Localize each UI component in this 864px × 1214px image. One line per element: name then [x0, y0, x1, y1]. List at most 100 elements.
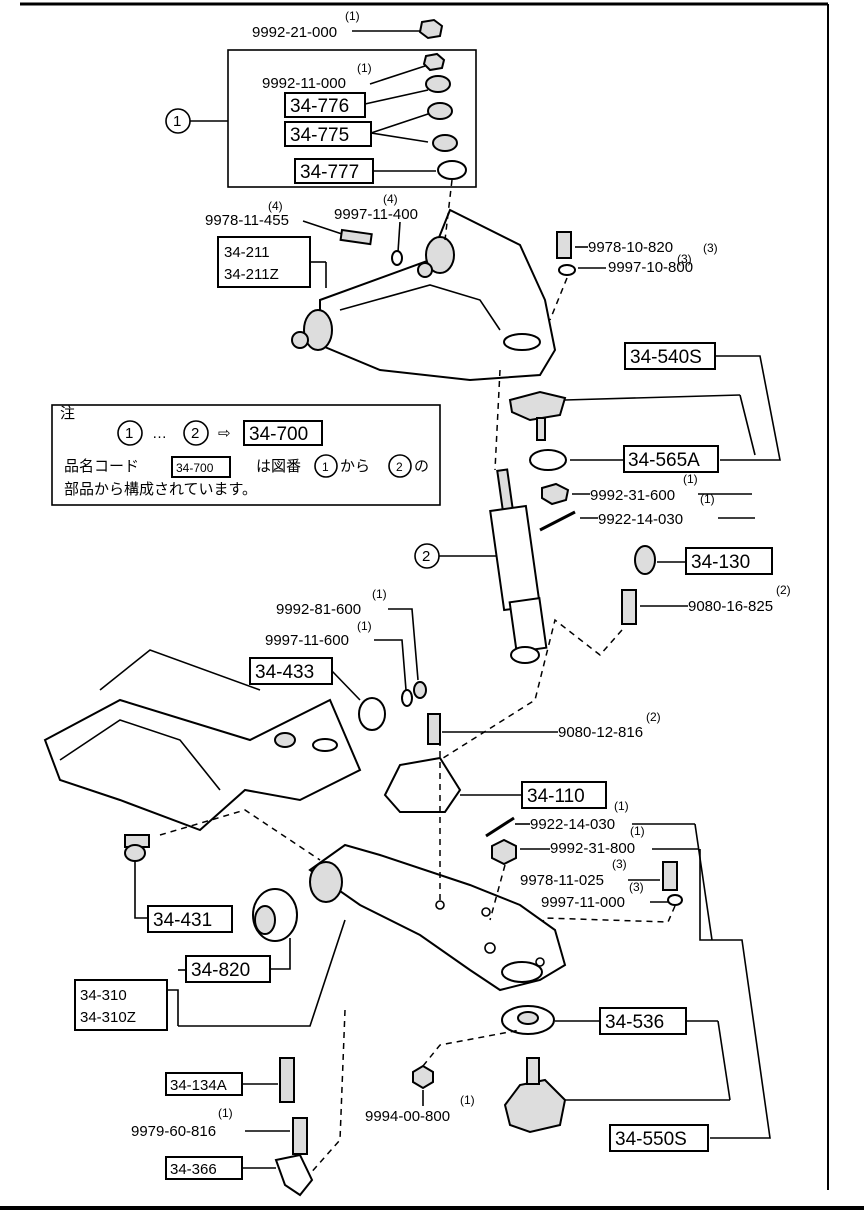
svg-text:(1): (1) [614, 799, 629, 813]
nut-9994-part: 9994-00-800 [365, 1108, 450, 1125]
shock-lower [508, 597, 548, 653]
nut-9994-icon [412, 1064, 434, 1090]
note-assembly: 34-700 [249, 424, 308, 445]
svg-text:(2): (2) [646, 710, 661, 724]
pivot-bolt-part: 34-431 [153, 910, 212, 931]
bushing-part: 34-820 [191, 960, 250, 981]
kit1-part-775: 34-775 [290, 125, 349, 146]
bolt-025-icon [662, 861, 678, 891]
cotter-u-part: 9922-14-030 [598, 511, 683, 528]
upper-washer-part: 9997-11-400 [334, 206, 418, 223]
note-box [51, 404, 441, 506]
cotter-l-icon [485, 816, 515, 838]
lower-ball-joint-icon [503, 1078, 567, 1134]
svg-text:1: 1 [125, 425, 133, 442]
svg-text:(4): (4) [268, 199, 283, 213]
svg-text:(1): (1) [357, 619, 372, 633]
svg-text:⇨: ⇨ [218, 425, 231, 442]
svg-text:2: 2 [422, 548, 430, 565]
bolt-816-icon [427, 713, 441, 745]
svg-text:1: 1 [322, 460, 329, 474]
svg-text:は図番: は図番 [256, 457, 301, 475]
stabilizer-bracket-icon [274, 1153, 314, 1197]
svg-text:の: の [414, 457, 429, 475]
svg-text:(1): (1) [218, 1106, 233, 1120]
svg-text:品名コード: 品名コード [64, 457, 139, 475]
upper-bolt-r-icon [556, 231, 572, 259]
kit1-box [227, 49, 477, 188]
kit1-part-776: 34-776 [290, 96, 349, 117]
cotter-u-icon [539, 510, 576, 532]
bolt-825-icon [621, 589, 637, 625]
upper-arm-part-a: 34-211 [224, 244, 270, 261]
castle-nut-l-icon [491, 838, 517, 866]
bolt-9979-icon [292, 1117, 308, 1155]
svg-text:1: 1 [173, 113, 181, 130]
svg-text:(1): (1) [700, 492, 715, 506]
note-line2: 部品から構成されています。 [64, 480, 257, 498]
castle-nut-l-part: 9992-31-800 [550, 840, 635, 857]
svg-text:(3): (3) [612, 857, 627, 871]
washer-000-icon [667, 894, 683, 906]
grommet-icon [358, 697, 386, 731]
top-nut-part: 9992-21-000 [252, 24, 337, 41]
svg-text:(1): (1) [372, 587, 387, 601]
top-nut-icon [418, 18, 444, 40]
stabilizer-bolt-icon [279, 1057, 295, 1103]
castle-nut-u-icon [541, 482, 570, 506]
castle-nut-u-part: 9992-31-600 [590, 487, 675, 504]
note-heading: 注 [60, 404, 75, 422]
svg-text:34-700: 34-700 [176, 461, 214, 475]
bolt-9979-part: 9979-60-816 [131, 1123, 216, 1140]
lower-ball-joint-part: 34-550S [615, 1129, 687, 1150]
kit1-777-icon [437, 160, 467, 180]
svg-text:2: 2 [191, 425, 199, 442]
svg-text:(2): (2) [776, 583, 791, 597]
kit1-part-777: 34-777 [300, 162, 359, 183]
bump-stop-icon [634, 545, 656, 575]
stabilizer-bracket-part: 34-366 [170, 1161, 217, 1178]
svg-text:…: … [152, 425, 167, 442]
frame-crossmember [43, 698, 362, 832]
svg-text:(1): (1) [357, 61, 372, 75]
bolt-025-part: 9978-11-025 [520, 872, 604, 889]
svg-text:(1): (1) [683, 472, 698, 486]
shock-lower-nut-part: 9992-81-600 [276, 601, 361, 618]
lower-boot-part: 34-536 [605, 1012, 664, 1033]
svg-text:(3): (3) [629, 880, 644, 894]
kit1-nut-part: 9992-11-000 [262, 75, 346, 92]
lower-arm-part-b: 34-310Z [80, 1009, 136, 1026]
upper-washer-icon [391, 250, 403, 266]
kit1-775a-icon [427, 102, 453, 120]
shock-lower-washer-part: 9997-11-600 [265, 632, 349, 649]
shock-body [489, 504, 541, 612]
shock-rod [496, 468, 514, 512]
kit1-775b-icon [432, 134, 458, 152]
upper-ball-joint-part: 34-540S [630, 347, 702, 368]
lower-control-arm [308, 843, 567, 992]
upper-washer-r-icon [558, 264, 576, 276]
svg-text:から: から [340, 457, 370, 475]
bracket-part: 34-110 [527, 786, 585, 807]
svg-text:(4): (4) [383, 192, 398, 206]
upper-arm-part-b: 34-211Z [224, 266, 279, 283]
upper-bolt-icon [339, 228, 373, 246]
grommet-part: 34-433 [255, 662, 314, 683]
lower-arm-part-a: 34-310 [80, 987, 127, 1004]
upper-ball-joint-icon [508, 390, 567, 422]
cotter-l-part: 9922-14-030 [530, 816, 615, 833]
svg-text:(1): (1) [630, 824, 645, 838]
kit1-nut-icon [422, 52, 446, 72]
svg-text:(1): (1) [460, 1093, 475, 1107]
bolt-825-part: 9080-16-825 [688, 598, 773, 615]
upper-control-arm [319, 208, 557, 382]
top-nut-qty: (1) [345, 9, 360, 23]
bracket-icon [383, 756, 462, 813]
svg-text:(3): (3) [703, 241, 718, 255]
svg-text:2: 2 [396, 460, 403, 474]
washer-000-part: 9997-11-000 [541, 894, 625, 911]
bolt-816-part: 9080-12-816 [558, 724, 643, 741]
upper-bolt-part: 9978-11-455 [205, 212, 289, 229]
upper-washer-r-part: 9997-10-800 [608, 259, 693, 276]
